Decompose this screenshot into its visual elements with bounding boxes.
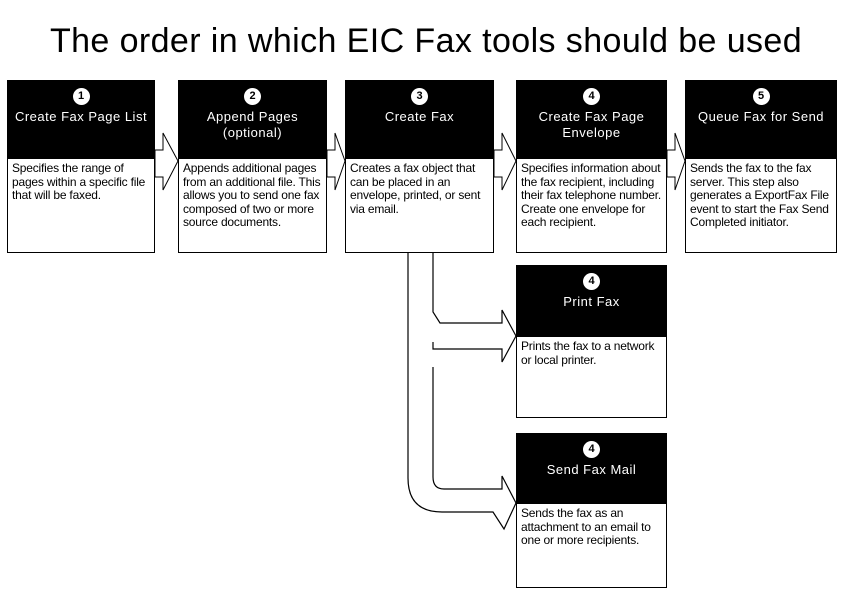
step-header: 4 Send Fax Mail	[516, 433, 667, 503]
step-description: Appends additional pages from an additio…	[178, 158, 327, 253]
arrow-step3-to-step4	[493, 132, 517, 191]
step-description: Sends the fax as an attachment to an ema…	[516, 503, 667, 588]
step-header: 2 Append Pages (optional)	[178, 80, 327, 158]
arrow-step2-to-step3	[326, 132, 346, 191]
arrow-step4-to-step5	[666, 132, 686, 191]
arrow-create-fax-to-print-fax-top	[432, 253, 517, 337]
arrow-create-fax-to-print-fax-bottom	[432, 335, 517, 363]
step-number-badge: 2	[244, 88, 261, 105]
step-description: Specifies information about the fax reci…	[516, 158, 667, 253]
step-header: 5 Queue Fax for Send	[685, 80, 837, 158]
step-title: Print Fax	[563, 294, 620, 309]
step-box-queue-fax-for-send: 5 Queue Fax for Send Sends the fax to th…	[685, 80, 837, 253]
diagram-title: The order in which EIC Fax tools should …	[49, 22, 803, 60]
step-title: Create Fax	[384, 109, 455, 124]
step-title: Append Pages (optional)	[206, 109, 299, 140]
step-number-badge: 4	[583, 88, 600, 105]
branch-box-send-fax-mail: 4 Send Fax Mail Sends the fax as an atta…	[516, 433, 667, 588]
branch-box-print-fax: 4 Print Fax Prints the fax to a network …	[516, 265, 667, 418]
step-description: Prints the fax to a network or local pri…	[516, 336, 667, 418]
step-title: Send Fax Mail	[546, 462, 637, 477]
arrow-create-fax-to-send-fax-mail-inner	[432, 367, 517, 504]
step-number-badge: 5	[752, 88, 770, 105]
step-number-badge: 3	[411, 88, 428, 105]
step-box-append-pages: 2 Append Pages (optional) Appends additi…	[178, 80, 327, 253]
step-box-create-fax-page-list: 1 Create Fax Page List Specifies the ran…	[7, 80, 155, 253]
arrow-create-fax-to-send-fax-mail-outer	[407, 253, 517, 531]
step-title: Queue Fax for Send	[697, 109, 825, 124]
step-title: Create Fax Page List	[14, 109, 148, 124]
step-header: 3 Create Fax	[345, 80, 494, 158]
step-header: 1 Create Fax Page List	[7, 80, 155, 158]
step-description: Specifies the range of pages within a sp…	[7, 158, 155, 253]
step-box-create-fax-page-envelope: 4 Create Fax Page Envelope Specifies inf…	[516, 80, 667, 253]
step-number-badge: 1	[72, 88, 90, 105]
step-header: 4 Print Fax	[516, 265, 667, 336]
step-header: 4 Create Fax Page Envelope	[516, 80, 667, 158]
step-number-badge: 4	[583, 441, 600, 458]
step-number-badge: 4	[583, 273, 600, 290]
step-description: Sends the fax to the fax server. This st…	[685, 158, 837, 253]
step-description: Creates a fax object that can be placed …	[345, 158, 494, 253]
step-box-create-fax: 3 Create Fax Creates a fax object that c…	[345, 80, 494, 253]
step-title: Create Fax Page Envelope	[538, 109, 645, 140]
arrow-step1-to-step2	[154, 132, 179, 191]
